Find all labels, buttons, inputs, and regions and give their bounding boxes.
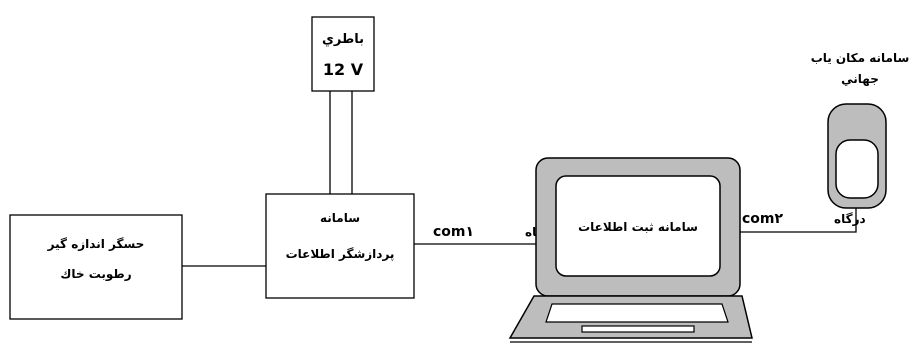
battery-box [311,16,375,92]
processor-box [265,193,415,299]
logger-label: سامانه ثبت اطلاعات [578,220,698,234]
gps-device-icon [827,103,887,209]
sensor-label-line1: حسگر اندازه گیر [47,237,145,251]
laptop-keyboard [545,303,729,323]
gps-label-line2: جهاني [841,72,879,86]
port1-code: com١ [433,224,474,240]
battery-label: باطري [322,32,364,47]
connector-lines [182,91,857,267]
gps-label-line1: سامانه مكان ياب [811,51,910,65]
processor-label-line2: پردازشگر اطلاعات [286,247,395,261]
laptop-touchpad [581,325,695,333]
laptop-icon [508,157,753,343]
battery-voltage: 12 V [323,60,364,79]
gps-device-screen [835,139,879,199]
processor-label-line1: سامانه [320,211,360,225]
sensor-box [9,214,183,320]
sensor-label-line2: رطوبت خاك [60,267,131,282]
port2-code: com٢ [742,211,784,227]
laptop-screen [555,175,721,277]
laptop-gps-line [740,207,857,233]
port2-name: درگاه [834,212,866,226]
